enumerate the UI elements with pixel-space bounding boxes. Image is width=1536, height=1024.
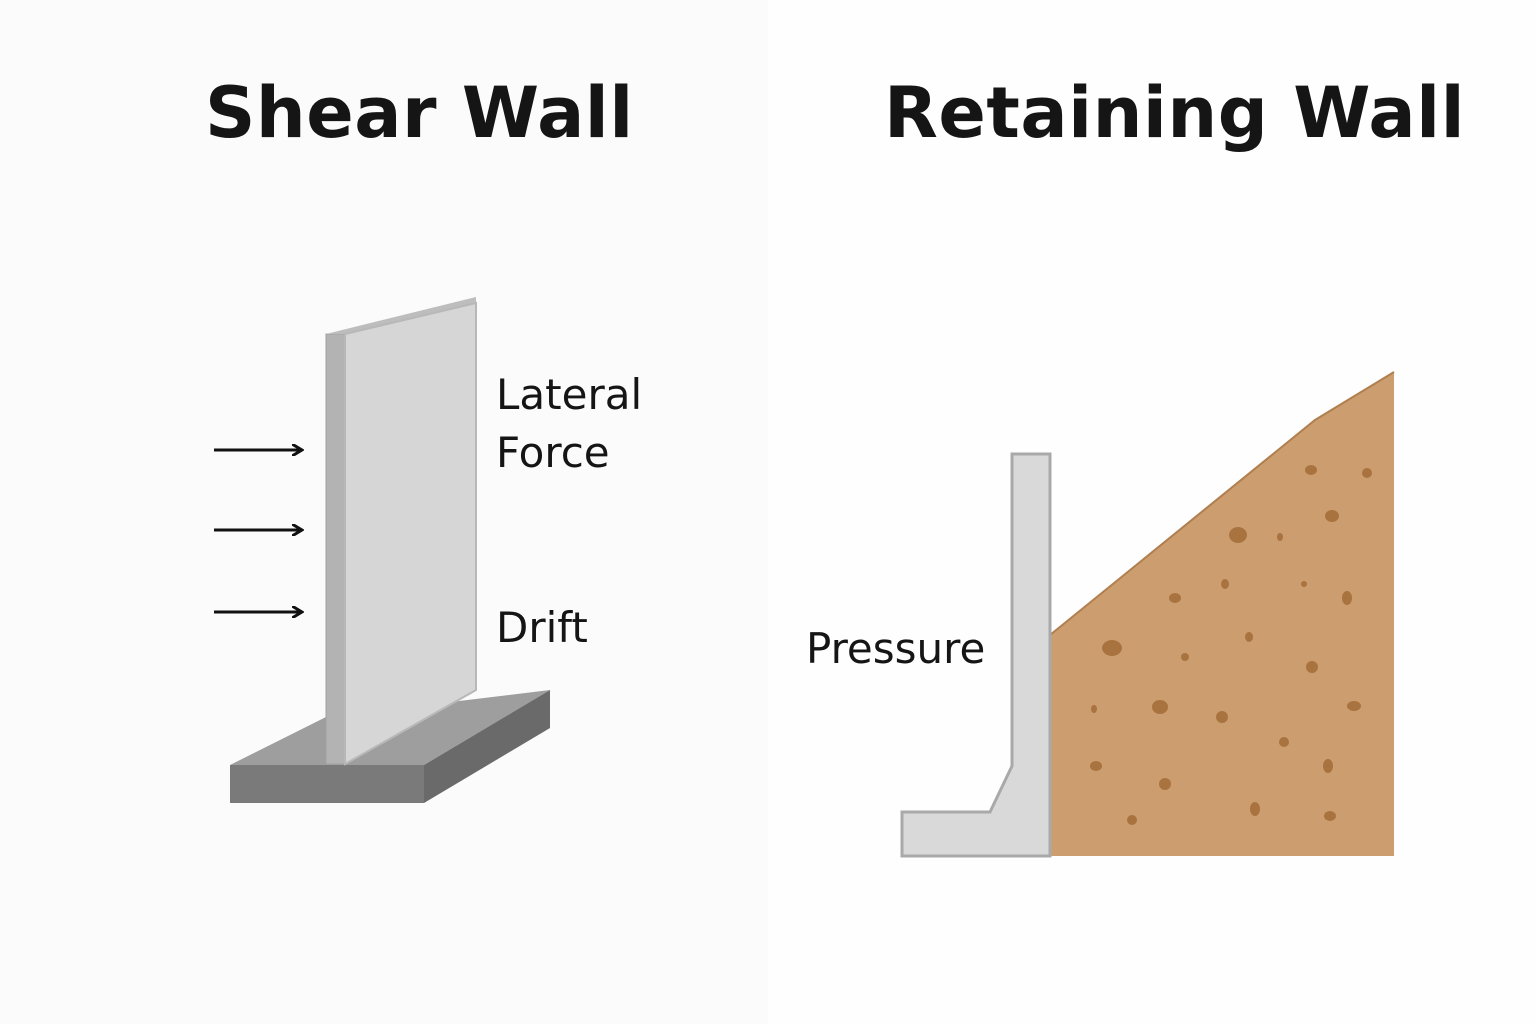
lateral-force-arrows	[214, 450, 302, 612]
lateral-force-label-line2: Force	[496, 428, 610, 477]
shear-wall-base-front	[230, 765, 424, 803]
retaining-wall-title: Retaining Wall	[884, 72, 1466, 154]
lateral-force-label-line1: Lateral	[496, 370, 643, 419]
shear-wall-top-edge	[326, 297, 476, 334]
shear-wall-front-face	[344, 301, 477, 766]
retaining-wall-illustration	[900, 371, 1395, 858]
drift-label: Drift	[496, 603, 588, 652]
shear-wall-title: Shear Wall	[205, 72, 634, 154]
retaining-wall-body	[900, 452, 1052, 858]
shear-wall-side-face	[325, 333, 346, 765]
lateral-force-label: Lateral Force	[496, 366, 642, 482]
soil-backfill	[1050, 372, 1394, 856]
shear-wall-base-side	[424, 690, 550, 803]
soil-slope-edge	[1049, 371, 1395, 636]
pressure-label: Pressure	[806, 624, 986, 673]
soil-specks	[1090, 465, 1372, 825]
shear-wall-illustration	[214, 297, 550, 803]
